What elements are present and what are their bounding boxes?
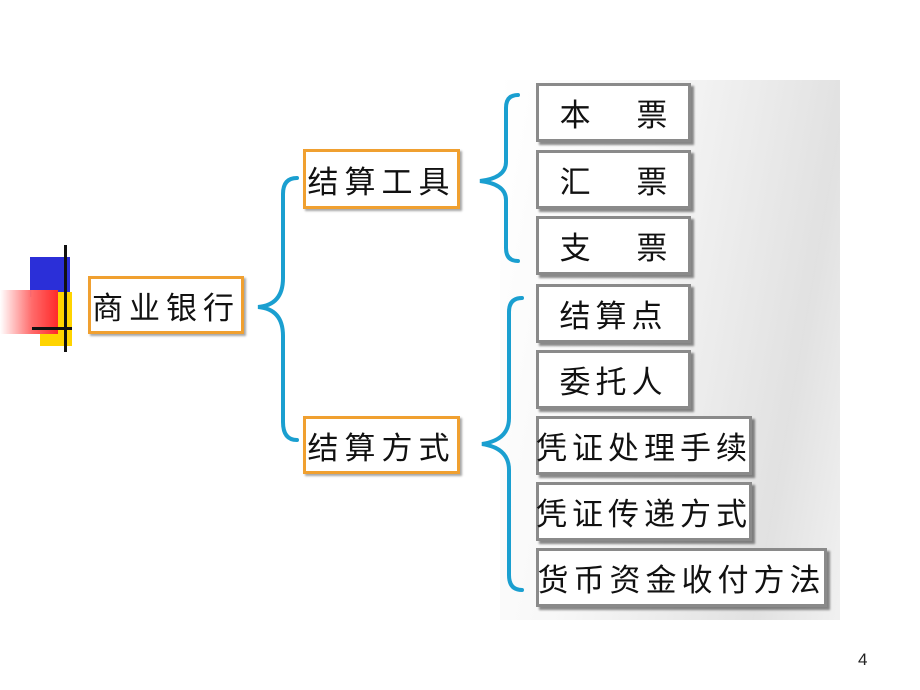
- page-number: 4: [858, 650, 868, 669]
- leaf-bill-of-exchange: 汇 票: [536, 150, 691, 209]
- decor-vertical-line: [64, 245, 67, 352]
- brace-tools: [479, 93, 520, 263]
- decor-horizontal-line: [32, 327, 72, 330]
- decor-red-square: [0, 290, 58, 334]
- leaf-promissory-note: 本 票: [536, 83, 691, 142]
- leaf-settlement-point: 结算点: [536, 284, 691, 343]
- leaf-cheque: 支 票: [536, 216, 691, 275]
- leaf-principal: 委托人: [536, 350, 691, 409]
- brace-root: [257, 176, 299, 442]
- leaf-voucher-handling: 凭证处理手续: [536, 416, 752, 475]
- leaf-voucher-transfer: 凭证传递方式: [536, 482, 752, 541]
- brace-methods: [481, 296, 524, 592]
- node-settlement-methods: 结算方式: [303, 416, 460, 474]
- leaf-fund-payment-method: 货币资金收付方法: [536, 548, 827, 607]
- node-settlement-tools: 结算工具: [303, 149, 460, 209]
- node-root: 商业银行: [88, 276, 244, 334]
